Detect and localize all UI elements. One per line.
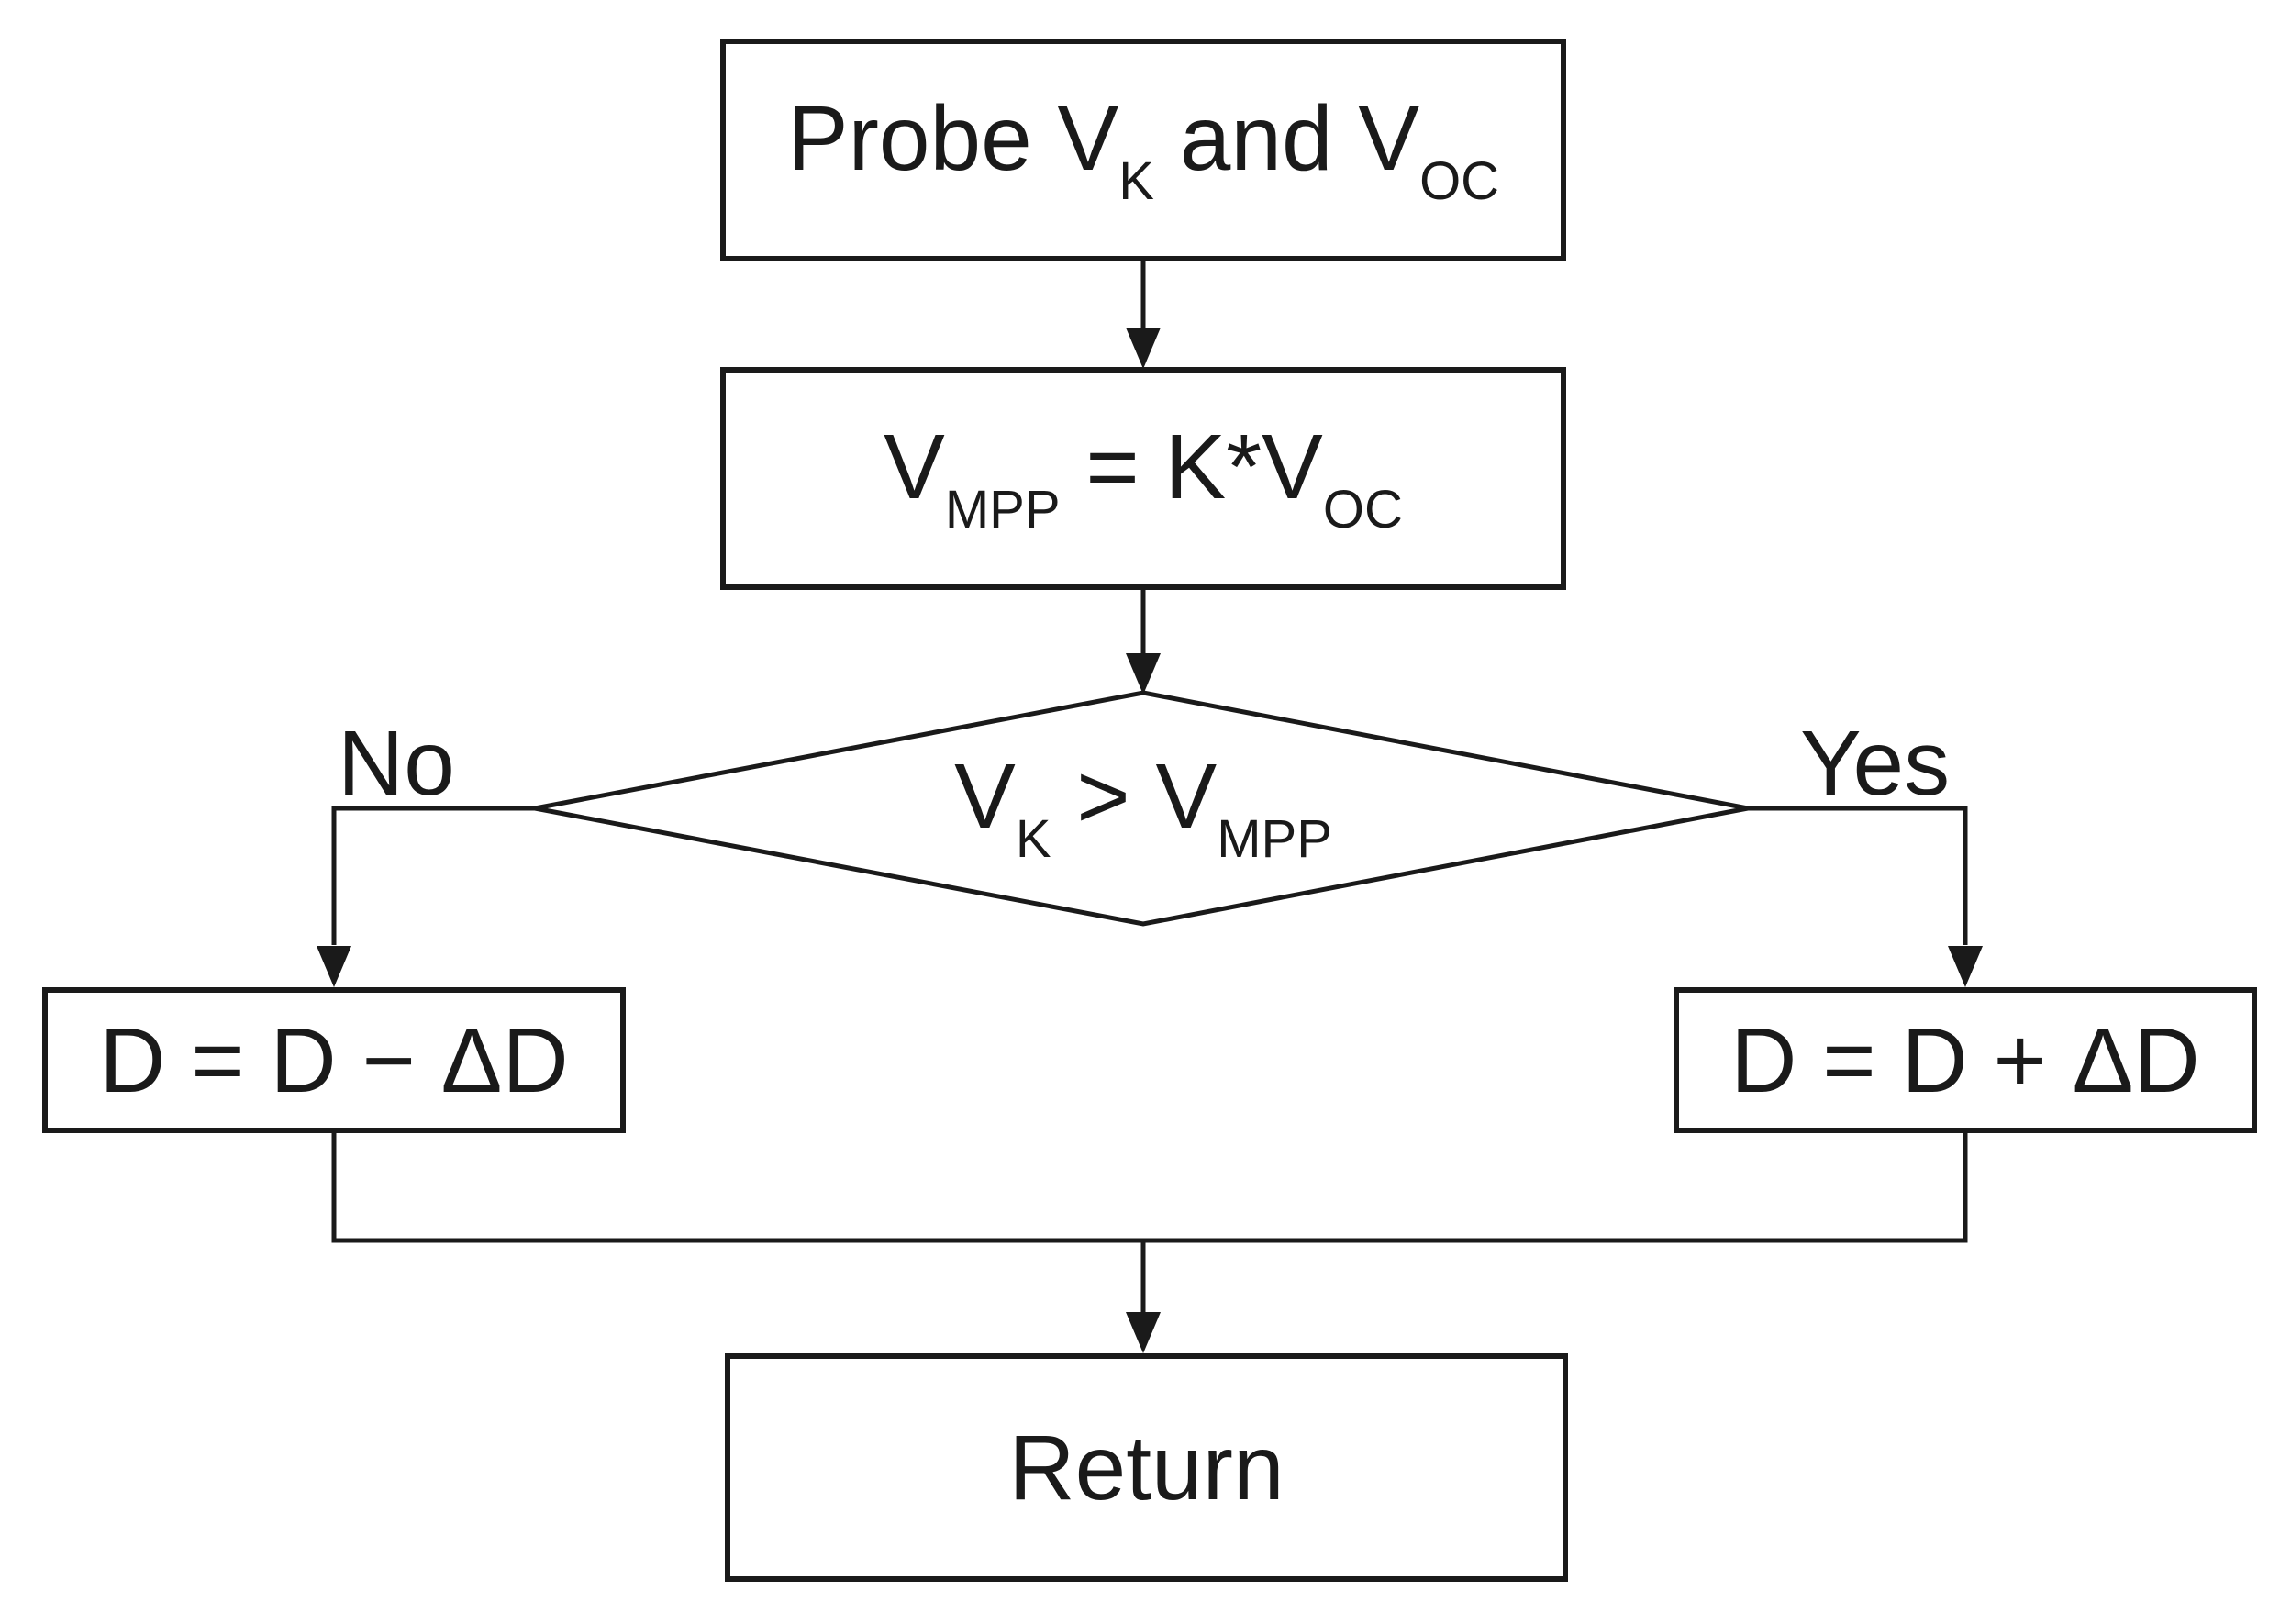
arrowhead-vmpp-icon — [1126, 328, 1161, 369]
node-return-label: Return — [1008, 1416, 1285, 1519]
node-decision-label: VK > VMPP — [954, 745, 1332, 869]
arrowhead-return-icon — [1126, 1312, 1161, 1353]
arrowhead-decision-icon — [1126, 653, 1161, 695]
node-increase-duty: D = D + ΔD — [1674, 987, 2257, 1133]
branch-label-no: No — [338, 712, 455, 815]
arrowhead-increase-icon — [1948, 946, 1983, 987]
node-decrease-duty: D = D − ΔD — [42, 987, 626, 1133]
connector-merge — [331, 1133, 1968, 1243]
node-compute-vmpp-label: VMPP = K*VOC — [884, 415, 1403, 539]
node-compute-vmpp: VMPP = K*VOC — [720, 367, 1566, 590]
node-probe-label: Probe VK and VOC — [786, 86, 1500, 211]
connector-yes-branch — [1748, 806, 1968, 945]
node-increase-duty-label: D = D + ΔD — [1730, 1008, 2200, 1112]
connector-no-branch — [331, 806, 535, 945]
node-probe-voltages: Probe VK and VOC — [720, 39, 1566, 261]
node-decrease-duty-label: D = D − ΔD — [99, 1008, 569, 1112]
node-decision-label-wrap: VK > VMPP — [776, 717, 1510, 900]
branch-label-yes: Yes — [1800, 712, 1951, 815]
arrowhead-decrease-icon — [317, 946, 351, 987]
node-return: Return — [725, 1353, 1568, 1582]
decision-diamond-shape — [534, 690, 1749, 927]
